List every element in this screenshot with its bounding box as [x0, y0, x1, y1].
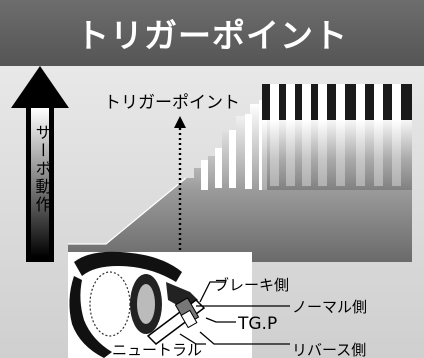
reverse-side-label: リバース側 [292, 341, 366, 358]
trigger-point-label: トリガーポイント [104, 93, 240, 113]
diagram-canvas: サーボ動作 [0, 66, 424, 358]
page-title: トリガーポイント [76, 16, 348, 55]
tgp-label: TG.P [237, 314, 277, 334]
neutral-label: ニュートラル [112, 341, 202, 358]
title-bar: トリガーポイント [0, 0, 424, 66]
servo-motion-label: サーボ動作 [33, 124, 52, 214]
callout-lines [179, 281, 290, 345]
trigger-illustration [68, 251, 252, 358]
servo-response-graph [68, 84, 412, 262]
brake-side-label: ブレーキ側 [214, 276, 289, 294]
trigger-point-arrow [174, 116, 186, 252]
servo-motion-arrow [11, 66, 69, 262]
normal-side-label: ノーマル側 [292, 298, 367, 316]
